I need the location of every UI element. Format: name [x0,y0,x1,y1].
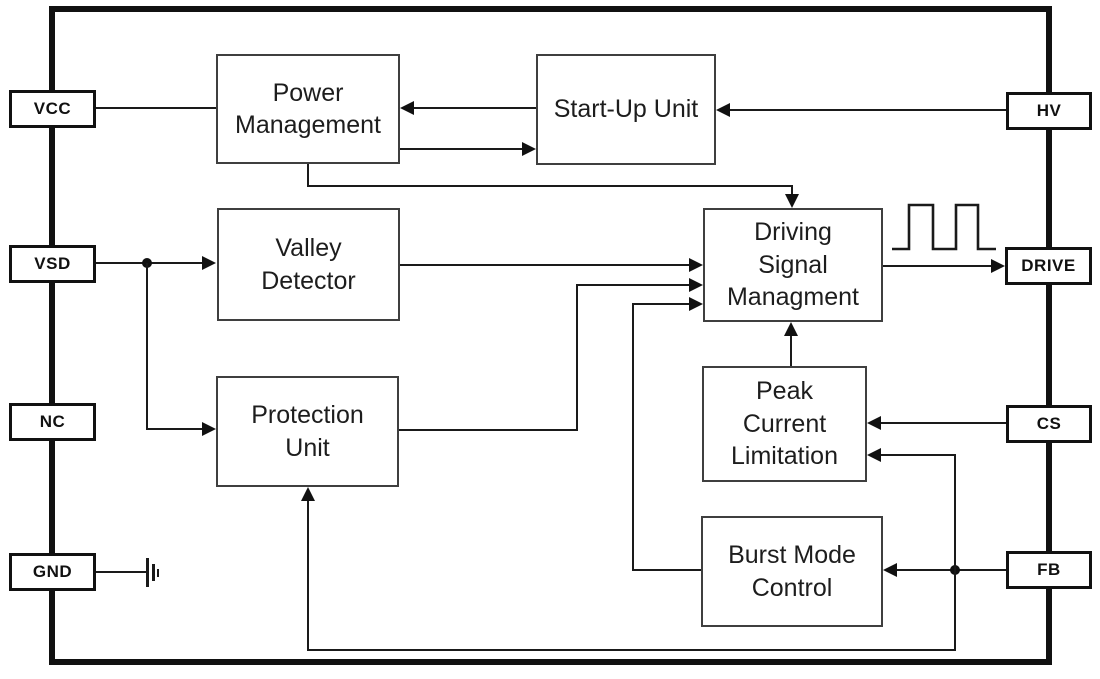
arrowhead-into-startup-unit [522,142,536,156]
wire-protection-unit-to-dsm [576,284,691,286]
block-driving-signal-management: Driving Signal Managment [703,208,883,322]
pin-vsd: VSD [9,245,96,283]
arrowhead-pu-into-dsm [689,278,703,292]
arrowhead-pcl-into-dsm [784,322,798,336]
wire-vcc-to-power-management [96,107,216,109]
arrowhead-fb-into-pcl [867,448,881,462]
wire-pm-to-dsm-drop [791,185,793,196]
block-power-management: Power Management [216,54,400,164]
wire-dsm-to-drive [883,265,993,267]
arrowhead-into-valley-detector [202,256,216,270]
arrowhead-into-power-management [400,101,414,115]
wire-bmc-to-dsm [632,303,691,305]
ground-icon-bar3 [157,569,159,577]
pin-nc: NC [9,403,96,441]
wire-gnd-to-ground [96,571,147,573]
pin-drive: DRIVE [1005,247,1092,285]
pwm-waveform-icon [892,203,996,251]
block-burst-mode-control: Burst Mode Control [701,516,883,627]
arrowhead-into-protection-unit-bottom [301,487,315,501]
pin-cs: CS [1006,405,1092,443]
arrowhead-into-drive [991,259,1005,273]
wire-bmc-up [632,303,634,571]
wire-protection-unit-output [399,429,578,431]
ground-icon [146,558,149,587]
arrowhead-bmc-into-dsm [689,297,703,311]
arrowhead-vd-into-dsm [689,258,703,272]
wire-vsd-to-protection-unit [146,428,204,430]
pin-hv: HV [1006,92,1092,130]
wire-cs-to-pcl [879,422,1006,424]
wire-fb-vertical [954,454,956,651]
wire-hv-to-startup [729,109,1006,111]
block-peak-current-limitation: Peak Current Limitation [702,366,867,482]
wire-pcl-to-dsm [790,334,792,366]
arrowhead-into-protection-unit [202,422,216,436]
wire-fb-to-pcl [879,454,955,456]
wire-valley-detector-to-dsm [400,264,691,266]
ground-icon-bar2 [152,564,155,581]
wire-feedback-up [307,499,309,651]
block-protection-unit: Protection Unit [216,376,399,487]
pin-fb: FB [1006,551,1092,589]
chip-outline [49,6,1052,665]
wire-feedback-bottom [307,649,956,651]
wire-protection-unit-up [576,284,578,431]
wire-bmc-left [632,569,701,571]
arrowhead-into-dsm-top [785,194,799,208]
arrowhead-cs-into-pcl [867,416,881,430]
arrowhead-hv-into-startup [716,103,730,117]
wire-pm-to-dsm-horizontal [307,185,793,187]
arrowhead-fb-into-bmc [883,563,897,577]
block-startup-unit: Start-Up Unit [536,54,716,165]
wire-pm-tap-vertical [307,164,309,187]
wire-vsd-down [146,263,148,430]
wire-power-management-to-startup [400,148,523,150]
wire-startup-to-power-management [413,107,536,109]
pin-vcc: VCC [9,90,96,128]
pin-gnd: GND [9,553,96,591]
block-valley-detector: Valley Detector [217,208,400,321]
